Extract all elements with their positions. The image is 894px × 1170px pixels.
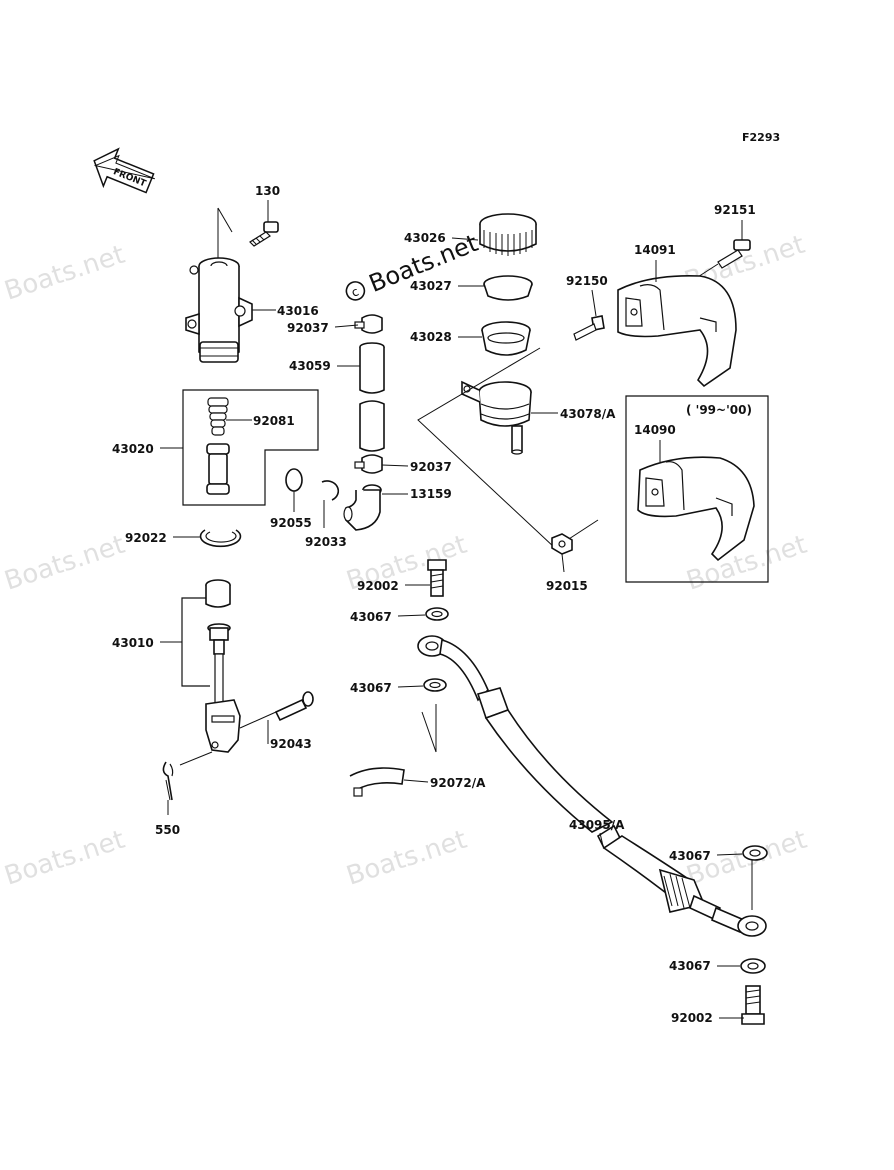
- part-label-43067d: 43067: [669, 959, 711, 973]
- svg-text:c: c: [349, 284, 360, 299]
- part-label-92037b: 92037: [410, 460, 452, 474]
- elbow-fitting-13159: [343, 484, 382, 531]
- push-rod-43010: [205, 623, 241, 753]
- part-label-92033: 92033: [305, 535, 347, 549]
- part-label-92015: 92015: [546, 579, 588, 593]
- part-label-43027: 43027: [410, 279, 452, 293]
- nut-92015: [551, 533, 573, 555]
- part-label-92002b: 92002: [671, 1011, 713, 1025]
- piston-43020: [206, 443, 230, 495]
- clamp-92037: [354, 454, 383, 474]
- reservoir-cap-43026: [479, 213, 537, 256]
- part-label-14091: 14091: [634, 243, 676, 257]
- part-label-550: 550: [155, 823, 180, 837]
- hose-clamp-92072a: [349, 767, 405, 797]
- part-label-92043: 92043: [270, 737, 312, 751]
- part-label-92022: 92022: [125, 531, 167, 545]
- part-label-43059: 43059: [289, 359, 331, 373]
- brake-hose-43095a: [417, 635, 745, 934]
- part-label-92055: 92055: [270, 516, 312, 530]
- master-cylinder-43016: [185, 257, 253, 363]
- o-ring-92055: [285, 468, 303, 492]
- part-label-43067a: 43067: [350, 610, 392, 624]
- part-label-43026: 43026: [404, 231, 446, 245]
- banjo-bolt-92002: [741, 985, 765, 1025]
- circlip-92022: [199, 529, 242, 548]
- watermark-text: Boats.net: [683, 530, 811, 597]
- clamp-92037: [354, 314, 383, 334]
- part-label-43078: 43078/A: [560, 407, 616, 421]
- banjo-bolt-92002: [427, 559, 447, 597]
- part-label-130: 130: [255, 184, 280, 198]
- washer-43067: [423, 678, 447, 692]
- part-label-43016: 43016: [277, 304, 319, 318]
- part-label-43067b: 43067: [350, 681, 392, 695]
- part-label-92151: 92151: [714, 203, 756, 217]
- reservoir-hose-43059: [359, 342, 385, 452]
- piston-spring-92081: [207, 397, 229, 436]
- variant-note: ( '99~'00): [686, 403, 752, 417]
- part-label-13159: 13159: [410, 487, 452, 501]
- part-label-43095: 43095/A: [569, 818, 625, 832]
- part-label-92081: 92081: [253, 414, 295, 428]
- pin-92043: [274, 691, 314, 722]
- part-label-92072: 92072/A: [430, 776, 486, 790]
- banjo-end-fitting: [737, 915, 767, 937]
- part-label-43010: 43010: [112, 636, 154, 650]
- part-label-43067c: 43067: [669, 849, 711, 863]
- part-label-92002a: 92002: [357, 579, 399, 593]
- part-label-92150: 92150: [566, 274, 608, 288]
- part-label-43028: 43028: [410, 330, 452, 344]
- boot-43010: [205, 579, 231, 608]
- screw-92150: [573, 315, 605, 341]
- diaphragm-43028: [481, 321, 531, 356]
- front-arrow-icon: FRONT: [93, 147, 156, 194]
- part-label-43020: 43020: [112, 442, 154, 456]
- cover-14091: [617, 274, 737, 388]
- bolt-92151: [717, 239, 751, 269]
- washer-43067: [425, 607, 449, 621]
- circlip-92033: [321, 480, 340, 501]
- cotter-pin-550: [162, 761, 174, 801]
- watermark-text: Boats.net: [343, 825, 471, 892]
- washer-43067: [742, 845, 768, 861]
- watermark-text: Boats.net: [1, 530, 129, 597]
- part-label-92037a: 92037: [287, 321, 329, 335]
- washer-43067: [740, 958, 766, 974]
- part-label-14090: 14090: [634, 423, 676, 437]
- reservoir-43078a: [461, 380, 532, 455]
- watermark-text: Boats.net: [1, 240, 129, 307]
- bolt-130: [249, 221, 279, 247]
- diagram-code: F2293: [742, 131, 780, 144]
- watermark-text: Boats.net: [1, 825, 129, 892]
- cover-14090: [637, 456, 755, 562]
- diaphragm-plate-43027: [483, 275, 533, 301]
